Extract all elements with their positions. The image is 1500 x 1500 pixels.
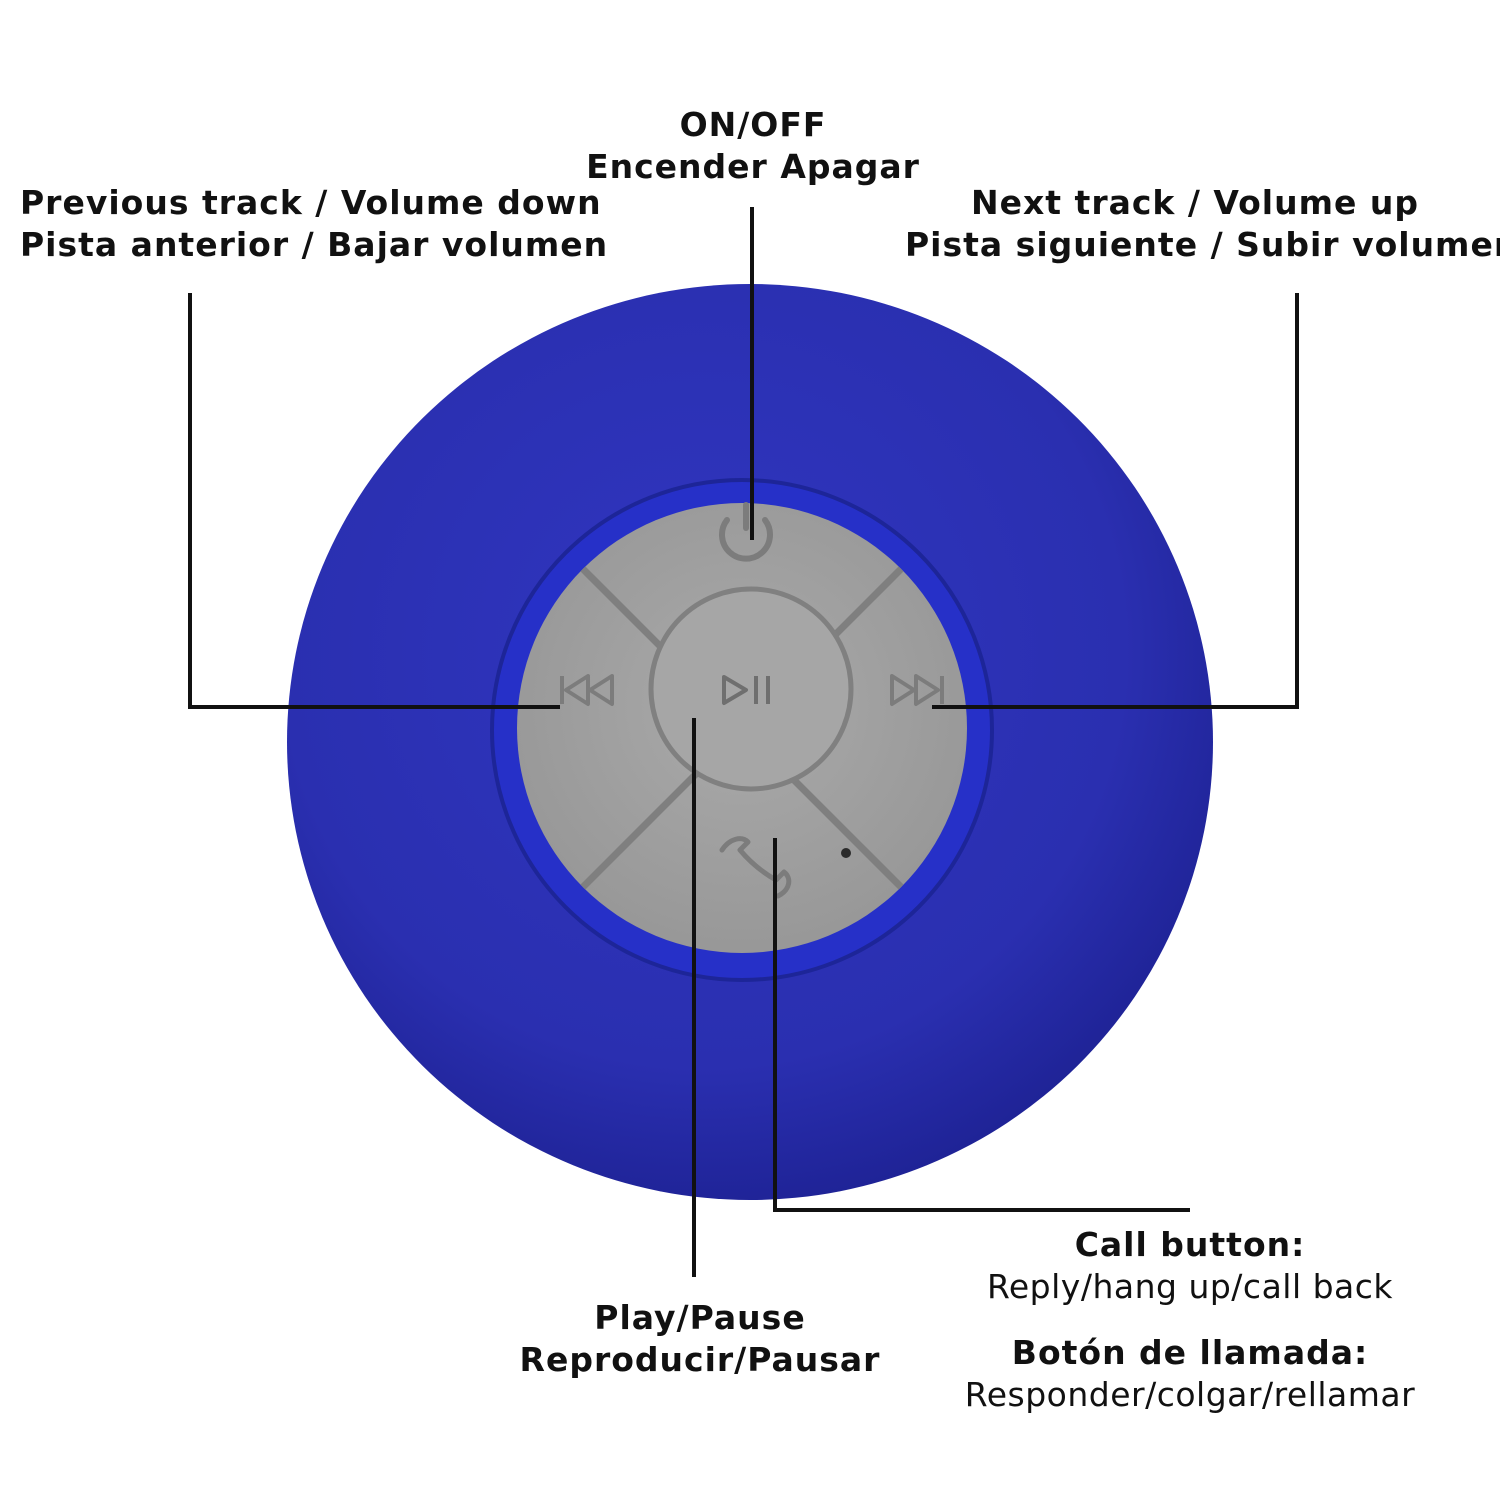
phone-icon (719, 836, 792, 899)
next-track-label: Next track / Volume up Pista siguiente /… (905, 182, 1500, 266)
power-icon (719, 502, 773, 562)
call-label-es-desc: Responder/colgar/rellamar (964, 1375, 1416, 1414)
power-label-en: ON/OFF (679, 105, 827, 144)
call-button-label: Call button: Reply/hang up/call back Bot… (930, 1224, 1450, 1416)
previous-track-label-es: Pista anterior / Bajar volumen (20, 225, 609, 264)
power-label-es: Encender Apagar (586, 147, 920, 186)
previous-track-icon (560, 674, 614, 706)
call-label-es-title: Botón de llamada: (1011, 1333, 1369, 1372)
play-pause-button[interactable] (648, 586, 854, 792)
play-pause-label-es: Reproducir/Pausar (519, 1340, 881, 1379)
microphone-hole (841, 848, 851, 858)
previous-track-label: Previous track / Volume down Pista anter… (20, 182, 609, 266)
next-track-icon (890, 674, 944, 706)
next-track-label-es: Pista siguiente / Subir volumen (905, 225, 1500, 264)
play-pause-label-en: Play/Pause (594, 1298, 806, 1337)
leader-line-next (932, 293, 1299, 709)
call-label-en-title: Call button: (1074, 1225, 1306, 1264)
power-label: ON/OFF Encender Apagar (553, 104, 953, 188)
leader-line-previous (188, 293, 560, 709)
play-pause-label: Play/Pause Reproducir/Pausar (500, 1297, 900, 1381)
previous-track-label-en: Previous track / Volume down (20, 183, 602, 222)
play-pause-icon (722, 675, 770, 705)
leader-lines (188, 207, 1299, 1277)
call-label-en-desc: Reply/hang up/call back (986, 1267, 1394, 1306)
next-track-label-en: Next track / Volume up (971, 183, 1419, 222)
leader-line-call (773, 838, 1190, 1212)
